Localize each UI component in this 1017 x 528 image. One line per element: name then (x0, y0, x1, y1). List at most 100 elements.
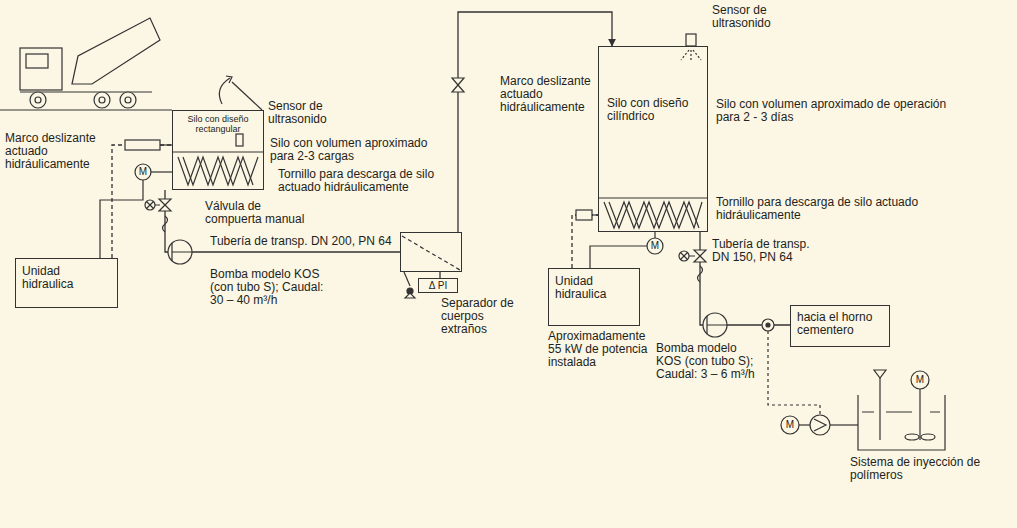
sliding-frame-cylinder (576, 210, 598, 220)
screw-label: Tornillo para descarga de silo actuado h… (716, 196, 946, 222)
gate-valve (698, 266, 703, 282)
pump-symbol (172, 243, 192, 261)
node-label: Δ PI (421, 280, 455, 292)
silo-flap (219, 78, 230, 104)
dump-truck (125, 97, 131, 103)
silo-flap (226, 76, 232, 83)
discharge-screw (178, 157, 258, 185)
dump-truck (26, 54, 48, 68)
silo-flap (236, 134, 243, 146)
silo-volume-label: Silo con volumen aproximado de operación… (716, 98, 956, 124)
polymer-tank (919, 389, 920, 440)
separator-box: Separador de cuerpos extraños (400, 232, 462, 272)
sliding-frame-cylinder (160, 144, 172, 145)
discharge-screw (598, 197, 708, 198)
motor-symbol-label: M (782, 419, 798, 431)
gate-valve (679, 250, 706, 282)
silo-flap (219, 76, 262, 146)
screw-motor (151, 171, 172, 172)
gate-valve (145, 199, 171, 232)
ultrasonic-sensor (681, 34, 701, 62)
dump-truck (35, 97, 41, 103)
pump-symbol (703, 313, 727, 337)
injection-point (762, 319, 774, 331)
motor-symbol-label: M (135, 166, 151, 178)
gate-valve (147, 202, 161, 209)
injection-point (768, 331, 820, 415)
polymer-tank (874, 370, 886, 378)
frame-label: Marco deslizante actuado hidráulicamente (500, 75, 594, 114)
ultrasonic-sensor (686, 34, 696, 46)
screw-label: Tornillo para descarga de silo actuado h… (278, 168, 448, 194)
discharge-screw (172, 152, 264, 185)
polymer-tank (858, 370, 945, 450)
silo-volume-label: Silo con volumen aproximado para 2-3 car… (270, 137, 445, 163)
dump-truck (94, 92, 110, 108)
node-label: Silo con diseño cilíndrico (607, 97, 701, 123)
screw-motor (135, 164, 151, 180)
power-label: Aproximadamente 55 kW de potencia instal… (548, 330, 650, 369)
gate-valve (694, 250, 706, 262)
pressure-gauge-box: Δ PI (418, 278, 458, 293)
frame-label: Marco deslizante actuado hidráulicamente (5, 132, 105, 171)
discharge-screw (598, 198, 708, 228)
node-label: hacia el horno cementero (797, 311, 883, 337)
polymer-tank (862, 411, 940, 412)
dump-truck (120, 92, 136, 108)
hydraulic-unit-box: Unidad hidraulica (15, 258, 118, 308)
silo-box: Silo con diseño cilíndrico (598, 46, 708, 232)
polymer-dosing-pump (799, 424, 810, 425)
pump-symbol (168, 240, 192, 264)
polymer-tank (858, 395, 945, 450)
separator-internals (402, 236, 460, 270)
ultrasonic-sensor (681, 50, 701, 62)
pipe-valve (452, 78, 464, 92)
screw-motor (590, 246, 647, 268)
screw-motor (100, 164, 172, 258)
discharge-screw (172, 151, 264, 152)
motor-symbol-label: M (647, 240, 663, 252)
transport-pipe (458, 12, 612, 232)
node-label: Unidad hidraulica (555, 275, 633, 301)
polymer-tank (911, 371, 929, 389)
destination-box: hacia el horno cementero (790, 305, 890, 347)
dump-truck (20, 18, 160, 108)
gate-valve (159, 199, 171, 211)
pump-symbol (707, 316, 727, 334)
screw-motor (654, 232, 655, 238)
system-label: Sistema de inyección de polímeros (850, 456, 1015, 482)
node-label: Separador de cuerpos extraños (441, 297, 523, 336)
polymer-tank (921, 434, 935, 440)
discharge-screw (183, 157, 253, 185)
node-label: Silo con diseño rectangular (176, 114, 260, 134)
gate-valve (681, 253, 696, 260)
polymer-tank (905, 434, 919, 440)
separator-internals (402, 236, 460, 298)
polymer-dosing-pump (830, 424, 858, 425)
dump-truck (20, 48, 62, 90)
separator-internals (405, 293, 415, 298)
silo-flap (232, 82, 262, 110)
valve-label: Válvula de compuerta manual (205, 200, 305, 226)
ground-line (0, 109, 172, 110)
screw-motor (647, 238, 663, 254)
pump-label: Bomba modelo KOS (con tubo S); Caudal: 3… (210, 268, 340, 307)
pump-label: Bomba modelo KOS (con tubo S); Caudal: 3… (656, 342, 764, 381)
injection-point (766, 323, 770, 327)
separator-internals (404, 272, 410, 286)
motor-symbol-label: M (912, 374, 928, 386)
hydraulic-line (112, 145, 172, 258)
pipe-valve (452, 78, 464, 92)
node-label: Unidad hidraulica (22, 265, 111, 291)
polymer-dosing-pump (781, 415, 858, 435)
polymer-dosing-pump (810, 415, 830, 435)
sliding-frame-cylinder (576, 210, 592, 220)
dump-truck (30, 92, 46, 108)
dump-truck (72, 18, 160, 84)
screw-motor (590, 232, 663, 268)
hydraulic-line (572, 215, 598, 268)
polymer-dosing-pump (814, 419, 826, 431)
pipe-label: Tubería de transp. DN 200, PN 64 (210, 235, 410, 248)
pump-symbol (703, 313, 727, 337)
sensor-label: Sensor de ultrasonido (712, 4, 792, 30)
